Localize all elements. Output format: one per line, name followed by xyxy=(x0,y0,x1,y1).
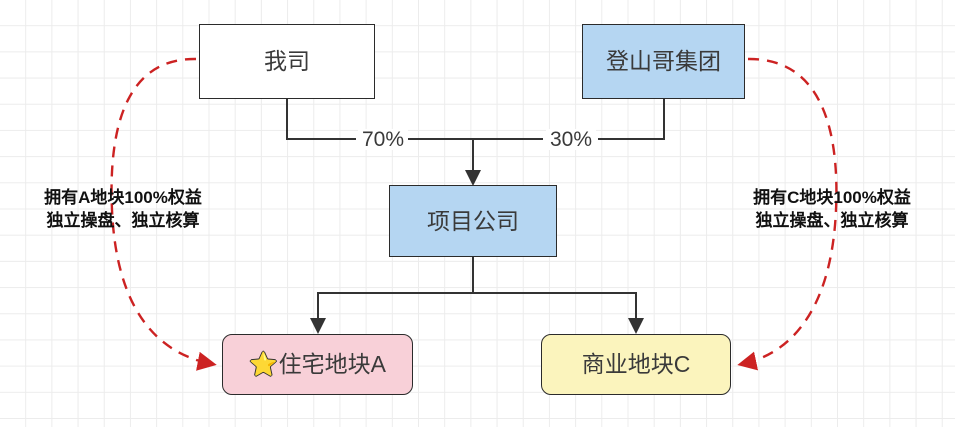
node-plot-a-label: 住宅地块A xyxy=(278,351,386,377)
node-our-company-label: 我司 xyxy=(264,48,310,74)
edge-group-to-bus xyxy=(598,99,665,140)
edge-project-to-plotC xyxy=(473,292,644,334)
edge-label-right-share: 30% xyxy=(546,129,597,150)
star-icon: ⭐ xyxy=(249,351,278,377)
node-our-company[interactable]: 我司 xyxy=(199,24,375,99)
annotation-right: 拥有C地块100%权益 独立操盘、独立核算 xyxy=(721,186,943,233)
annotation-left-line1: 拥有A地块100%权益 xyxy=(44,188,202,207)
node-project-company[interactable]: 项目公司 xyxy=(389,185,557,257)
node-group[interactable]: 登山哥集团 xyxy=(582,24,745,99)
edge-company-to-bus xyxy=(286,99,356,140)
node-plot-c[interactable]: 商业地块C xyxy=(541,334,731,395)
annotation-right-line2: 独立操盘、独立核算 xyxy=(755,211,909,231)
edge-label-left-share: 70% xyxy=(358,129,409,150)
node-plot-a[interactable]: ⭐ 住宅地块A xyxy=(222,334,413,395)
annotation-right-line1: 拥有C地块100%权益 xyxy=(753,188,911,207)
node-group-label: 登山哥集团 xyxy=(606,48,721,74)
node-plot-c-label: 商业地块C xyxy=(581,351,691,377)
node-project-company-label: 项目公司 xyxy=(427,207,519,234)
annotation-left-line2: 独立操盘、独立核算 xyxy=(46,211,200,231)
annotation-left: 拥有A地块100%权益 独立操盘、独立核算 xyxy=(12,186,234,233)
edge-project-to-plotA xyxy=(310,292,473,334)
